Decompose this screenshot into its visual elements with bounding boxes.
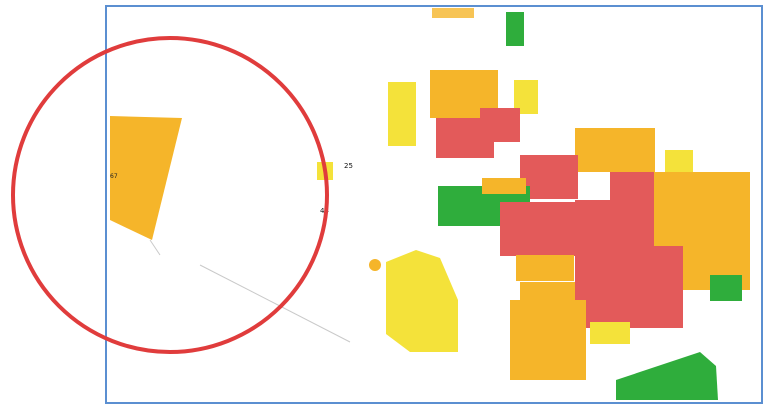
building-orange-c1[interactable] bbox=[575, 128, 655, 172]
path-line bbox=[149, 239, 161, 256]
marker-dot bbox=[369, 259, 381, 271]
building-red-n2[interactable] bbox=[480, 108, 520, 142]
path-line bbox=[199, 264, 351, 343]
highlight-circle bbox=[11, 36, 329, 354]
building-orange-s1[interactable] bbox=[516, 255, 574, 281]
building-yellow-c2[interactable] bbox=[665, 150, 693, 172]
building-yellow-nw[interactable] bbox=[388, 82, 416, 146]
building-orange-c4[interactable] bbox=[482, 178, 526, 194]
building-red-c6[interactable] bbox=[575, 200, 615, 246]
parcel-label: 67 bbox=[110, 173, 118, 180]
building-red-c5[interactable] bbox=[500, 202, 576, 256]
field-yellow[interactable] bbox=[386, 250, 458, 352]
building-green-top[interactable] bbox=[506, 12, 524, 46]
building-red-s3[interactable] bbox=[575, 246, 683, 328]
building-green-s6[interactable] bbox=[710, 275, 742, 301]
building-orange-top[interactable] bbox=[432, 8, 474, 18]
parcel-left[interactable] bbox=[110, 116, 182, 240]
building-yellow-s5[interactable] bbox=[590, 322, 630, 344]
lot-label-25: 25 bbox=[344, 162, 353, 170]
building-green-south[interactable] bbox=[616, 352, 718, 400]
building-orange-s4[interactable] bbox=[510, 300, 586, 380]
